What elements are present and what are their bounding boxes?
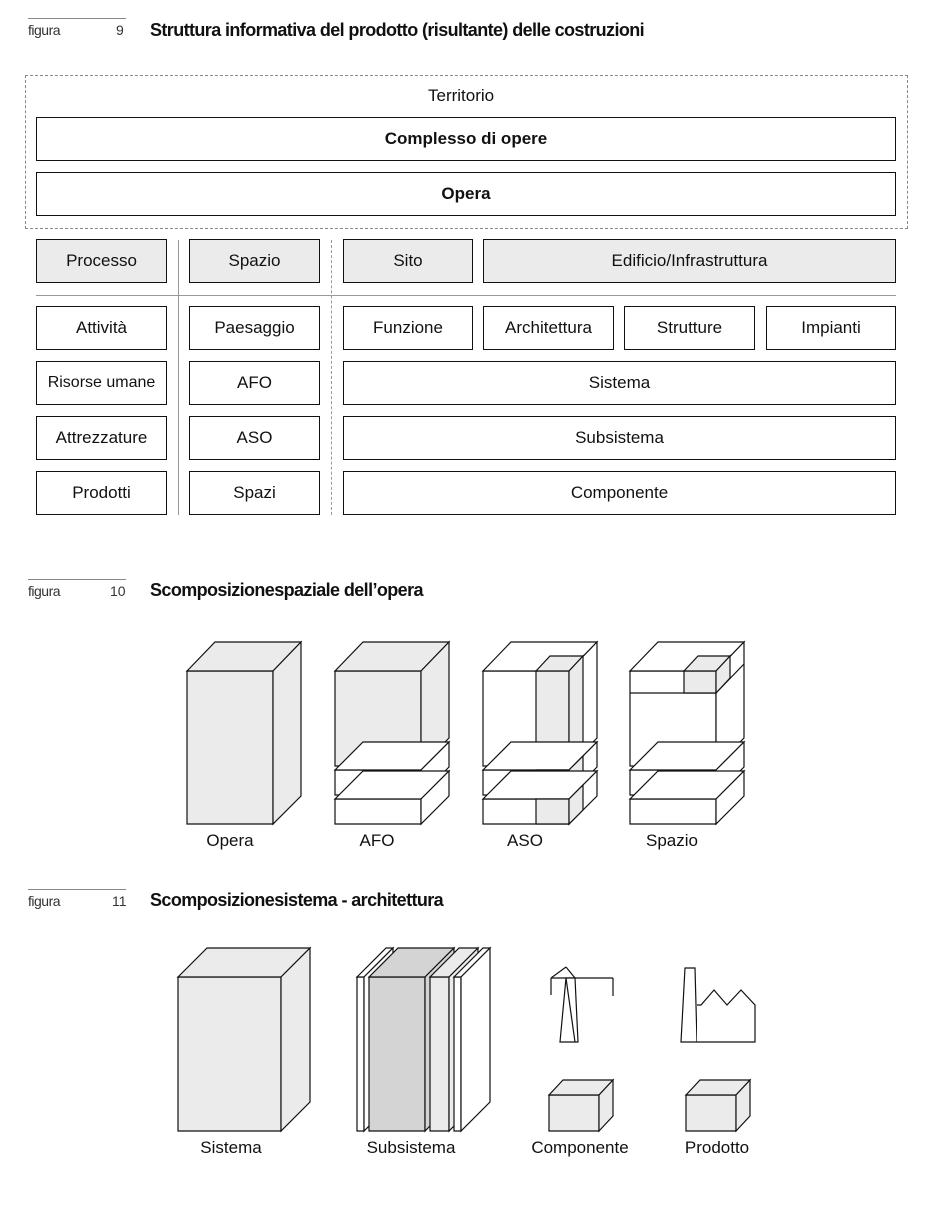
crane-icon	[550, 966, 614, 1043]
caption-spazio: Spazio	[646, 831, 698, 850]
header-processo: Processo	[36, 239, 167, 283]
processo-item-prodotti: Prodotti	[36, 471, 167, 515]
sistema-block	[176, 946, 312, 1133]
opera-box: Opera	[36, 172, 896, 216]
figure-10-rule	[28, 579, 126, 580]
figure-11-rule	[28, 889, 126, 890]
box-funzione: Funzione	[343, 306, 473, 350]
processo-item-attivita: Attività	[36, 306, 167, 350]
aso-block	[481, 640, 599, 826]
header-spazio: Spazio	[189, 239, 320, 283]
territorio-frame	[25, 75, 908, 229]
afo-block	[333, 640, 451, 826]
header-sito: Sito	[343, 239, 473, 283]
opera-block	[185, 640, 303, 826]
figure-9-rule	[28, 18, 126, 19]
figure-10-title: Scomposizionespaziale dell’opera	[150, 580, 423, 600]
box-strutture: Strutture	[624, 306, 755, 350]
spazio-item-paesaggio: Paesaggio	[189, 306, 320, 350]
figure-11-title: Scomposizionesistema - architettura	[150, 890, 444, 910]
box-impianti: Impianti	[766, 306, 896, 350]
separator-spazio-sito	[331, 240, 332, 515]
separator-header-row	[36, 295, 896, 296]
separator-processo-spazio	[178, 240, 179, 515]
figure-9-word: figura	[28, 22, 61, 38]
box-componente: Componente	[343, 471, 896, 515]
caption-aso: ASO	[507, 831, 543, 850]
spazio-item-afo: AFO	[189, 361, 320, 405]
caption-afo: AFO	[359, 831, 395, 850]
processo-item-risorse: Risorse umane	[36, 361, 167, 405]
territorio-label: Territorio	[428, 86, 495, 105]
caption-sistema: Sistema	[200, 1138, 262, 1157]
figure-10-word: figura	[28, 583, 61, 599]
figure-9-number: 9	[116, 22, 124, 38]
prodotto-box	[684, 1078, 752, 1133]
subsistema-block	[355, 946, 492, 1133]
caption-opera: Opera	[206, 831, 254, 850]
figure-11-number: 11	[112, 893, 127, 909]
complesso-box: Complesso di opere	[36, 117, 896, 161]
spazio-item-spazi: Spazi	[189, 471, 320, 515]
figure-9-title: Struttura informativa del prodotto (risu…	[150, 20, 645, 40]
box-architettura: Architettura	[483, 306, 614, 350]
spazio-block	[628, 640, 746, 826]
box-sistema: Sistema	[343, 361, 896, 405]
figure-11-word: figura	[28, 893, 61, 909]
componente-box	[547, 1078, 615, 1133]
caption-subsistema: Subsistema	[366, 1138, 456, 1157]
processo-item-attrezzature: Attrezzature	[36, 416, 167, 460]
caption-componente: Componente	[531, 1138, 629, 1157]
figure-10-number: 10	[110, 583, 126, 599]
box-subsistema: Subsistema	[343, 416, 896, 460]
caption-prodotto: Prodotto	[684, 1138, 750, 1157]
header-edificio: Edificio/Infrastruttura	[483, 239, 896, 283]
factory-icon	[680, 967, 756, 1043]
spazio-item-aso: ASO	[189, 416, 320, 460]
